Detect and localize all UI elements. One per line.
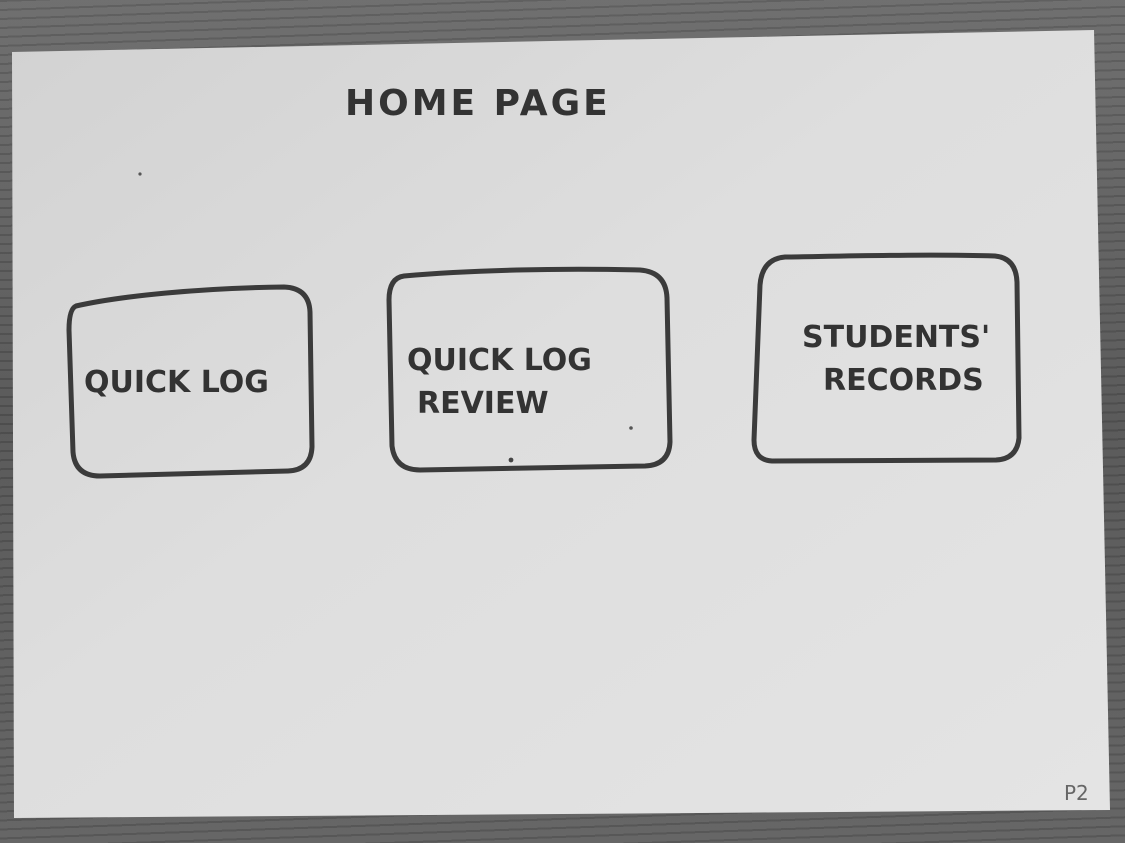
quick-log-review-label-line2: REVIEW <box>417 386 549 421</box>
paper-speck <box>508 457 514 463</box>
quick-log-button[interactable]: QUICK LOG <box>66 284 315 479</box>
paper-speck <box>629 426 633 430</box>
students-records-label-line1: STUDENTS' <box>802 320 990 355</box>
page-number: P2 <box>1064 781 1089 805</box>
quick-log-review-label-line1: QUICK LOG <box>407 343 592 378</box>
students-records-button[interactable]: STUDENTS' RECORDS <box>751 252 1022 464</box>
paper-speck <box>138 172 142 176</box>
quick-log-review-button[interactable]: QUICK LOG REVIEW <box>386 266 673 473</box>
paper-surface <box>12 30 1110 818</box>
page-title: HOME PAGE <box>345 83 611 124</box>
quick-log-label: QUICK LOG <box>84 365 269 400</box>
students-records-label-line2: RECORDS <box>823 363 984 398</box>
